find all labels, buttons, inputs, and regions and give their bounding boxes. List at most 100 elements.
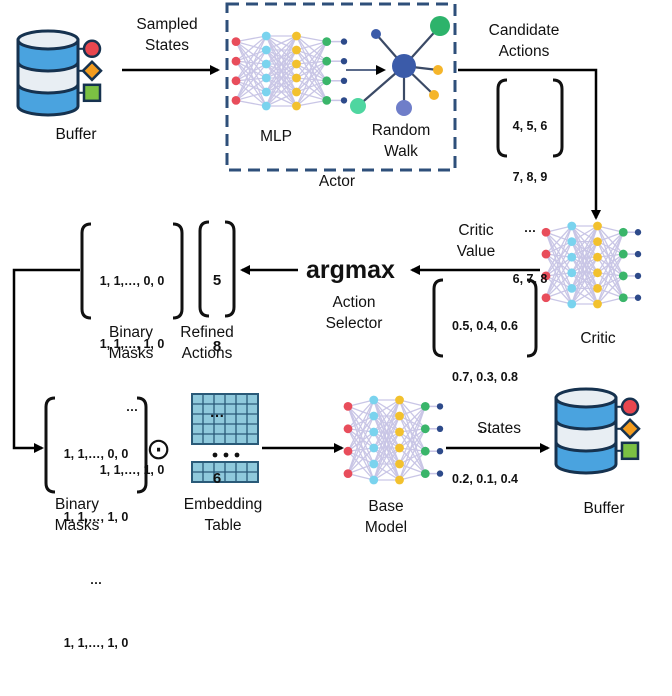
network-node — [343, 446, 353, 456]
network-edge — [373, 399, 401, 449]
network-edge — [235, 63, 267, 82]
network-edge — [545, 225, 573, 255]
database-top — [554, 387, 618, 409]
action-selector-label: Action Selector — [310, 292, 398, 334]
network-edge — [296, 49, 328, 82]
network-edge — [596, 225, 624, 277]
green-square-badge — [82, 83, 102, 103]
network-node — [541, 227, 551, 237]
candidate-actions-matrix: 4, 5, 6 7, 8, 9 … 6, 7, 8 — [504, 84, 556, 322]
left-bracket — [432, 278, 444, 358]
network-edge — [545, 256, 573, 277]
network-edge — [545, 256, 573, 299]
shapes-layer — [16, 2, 642, 494]
network-edge — [347, 415, 375, 452]
network-edge — [347, 406, 375, 481]
actor-label: Actor — [318, 173, 356, 190]
network-edge — [571, 272, 599, 305]
graph-node — [371, 29, 381, 39]
critic-value-line1: Critic — [458, 222, 494, 239]
left-bracket — [80, 222, 92, 320]
network-node — [292, 101, 301, 111]
network-node — [395, 443, 404, 453]
base-model-line1: Base — [368, 498, 404, 515]
network-node — [261, 45, 271, 55]
network-edge — [296, 80, 328, 107]
matrix-row: 5 — [212, 272, 222, 289]
network-edge — [295, 60, 328, 107]
network-node — [567, 237, 577, 247]
critic-network-icon — [541, 221, 642, 309]
embedding-table-label: Embedding Table — [168, 494, 278, 536]
ellipsis-dot — [234, 452, 240, 458]
network-edge — [235, 60, 267, 107]
buffer-bottom-label: Buffer — [583, 500, 625, 517]
network-node — [369, 427, 379, 437]
network-edge — [545, 275, 573, 289]
network-node — [292, 59, 301, 69]
network-node — [292, 31, 301, 41]
network-node — [322, 37, 332, 46]
network-edge — [596, 231, 624, 289]
network-edge — [399, 463, 426, 475]
embedding-table-line1: Embedding — [183, 496, 263, 513]
network-node — [395, 427, 404, 437]
network-edge — [347, 463, 374, 475]
right-bracket — [172, 222, 184, 320]
network-edge — [398, 406, 426, 465]
network-node — [618, 271, 628, 281]
database-top — [16, 29, 80, 51]
network-node — [634, 272, 642, 280]
network-edge — [398, 399, 426, 452]
network-node — [436, 448, 444, 455]
network-edge — [265, 35, 298, 79]
network-edge — [597, 231, 624, 258]
network-node — [343, 402, 353, 411]
network-edge — [398, 428, 426, 465]
network-edge — [347, 450, 375, 481]
network-edge — [296, 35, 328, 62]
buffer-top-icon — [16, 29, 103, 117]
network-node — [395, 411, 404, 421]
network-edge — [399, 405, 426, 433]
network-edge — [295, 35, 328, 101]
network-edge — [597, 253, 624, 274]
orange-diamond-badge — [81, 60, 103, 82]
network-edge — [373, 415, 401, 481]
binary-masks-bottom-matrix: 1, 1,…, 0, 0 1, 1,…, 1, 0 … 1, 1,…, 1, 0 — [52, 402, 140, 696]
graph-node — [430, 16, 450, 36]
network-edge — [597, 272, 624, 299]
network-edge — [235, 41, 267, 65]
network-edge — [265, 77, 297, 107]
network-edge — [399, 428, 426, 449]
refined-actions-matrix: 5 8 … 6 — [204, 226, 230, 534]
network-node — [231, 37, 241, 46]
network-node — [261, 87, 271, 97]
graph-node — [433, 65, 443, 75]
network-node — [292, 87, 301, 97]
matrix-row: … — [523, 221, 537, 235]
network-edge — [347, 447, 375, 475]
candidate-actions-label: Candidate Actions — [474, 20, 574, 62]
network-node — [593, 237, 602, 247]
network-edge — [296, 40, 327, 51]
network-edge — [399, 450, 426, 465]
network-edge — [596, 231, 624, 274]
network-edge — [347, 399, 375, 452]
right-bracket — [552, 78, 564, 158]
network-node — [634, 229, 642, 236]
network-edge — [296, 49, 327, 62]
network-edge — [347, 472, 374, 481]
network-edge — [545, 225, 573, 277]
network-edge — [373, 399, 401, 481]
network-edge — [545, 297, 572, 305]
network-node — [436, 470, 444, 477]
network-edge — [265, 35, 297, 51]
network-node — [292, 45, 301, 55]
network-edge — [373, 431, 401, 481]
network-node — [593, 299, 602, 309]
network-edge — [347, 405, 375, 433]
network-edge — [235, 80, 267, 107]
network-edge — [398, 399, 426, 474]
network-edge — [398, 415, 426, 452]
